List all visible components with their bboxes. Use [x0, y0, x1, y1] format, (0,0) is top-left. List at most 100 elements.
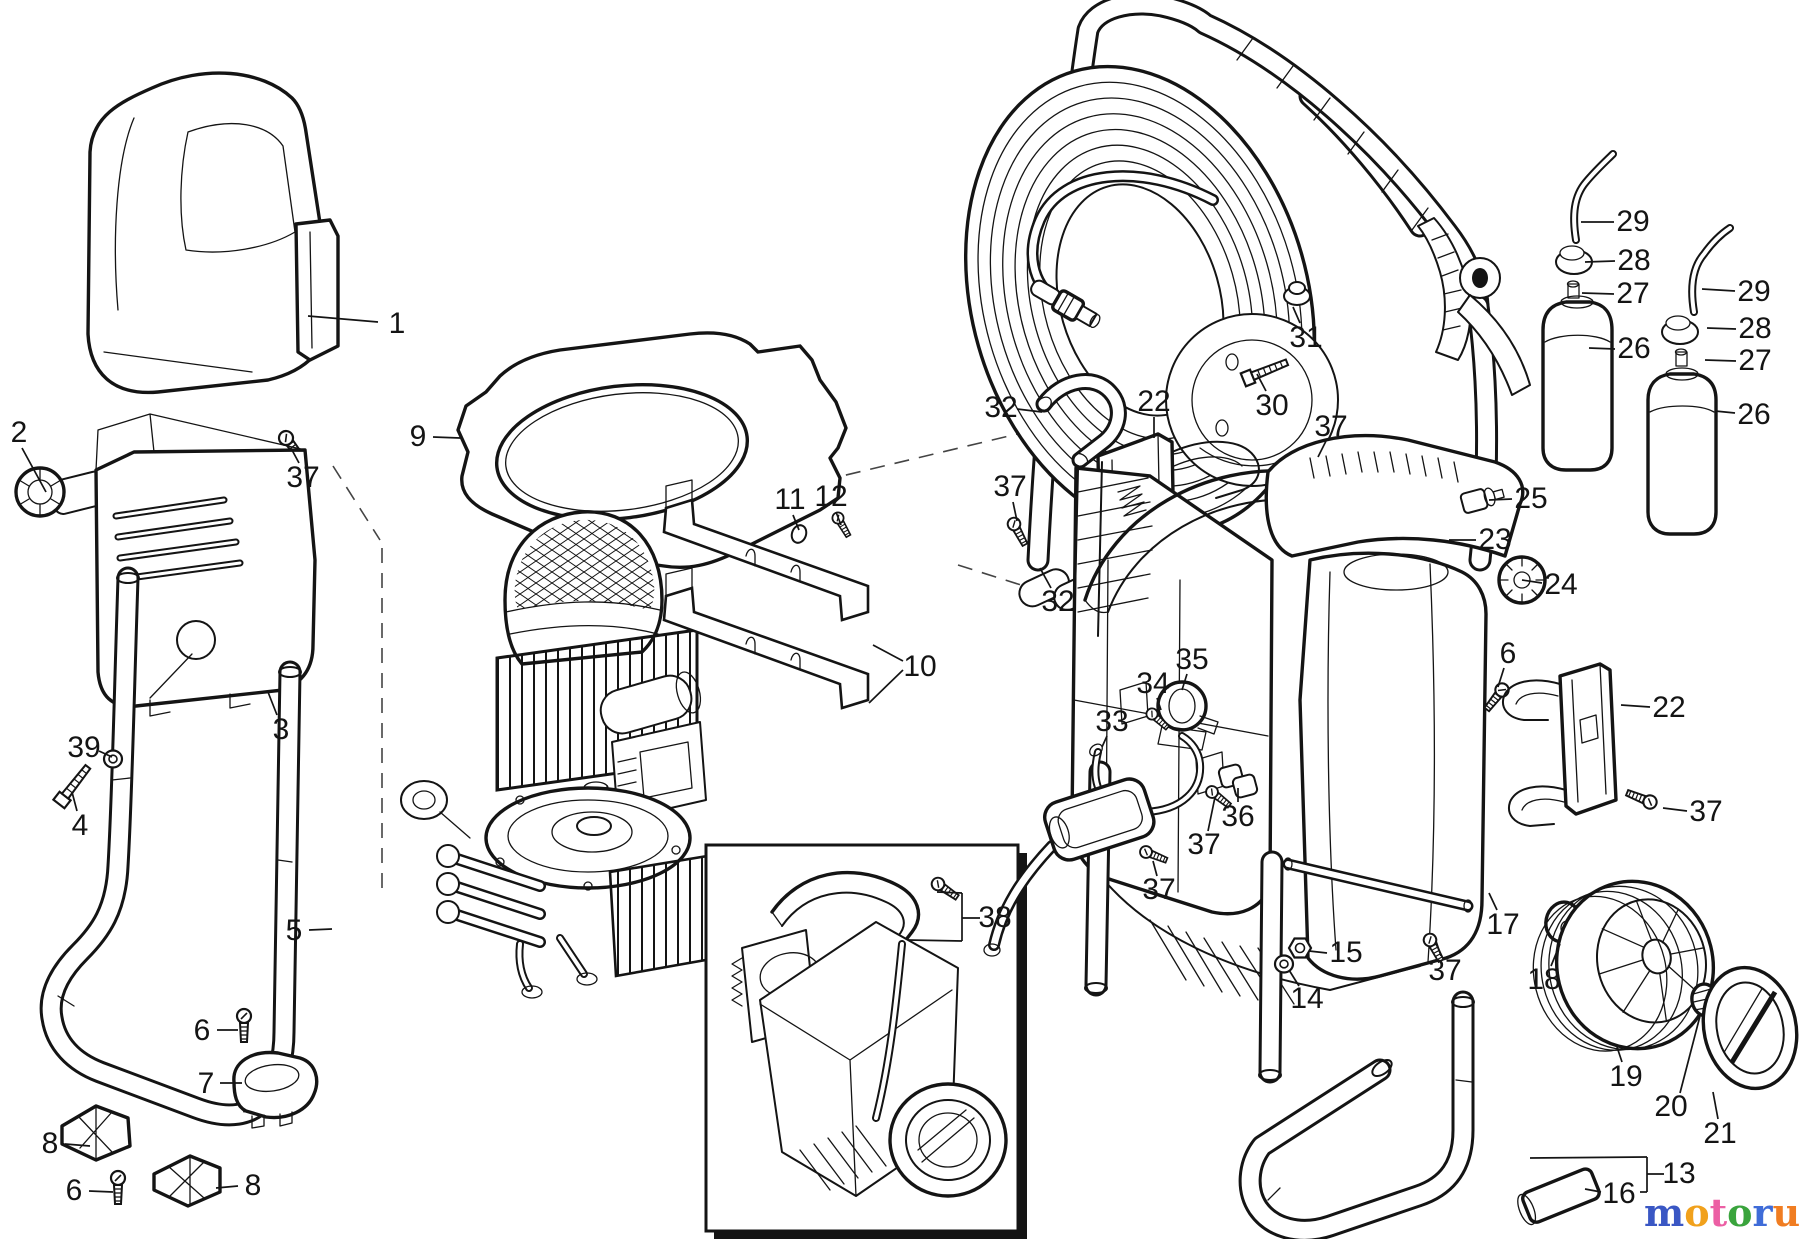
hose-guide-part32-top	[1035, 373, 1127, 469]
capacitor	[599, 671, 702, 735]
part-callout-7: 7	[197, 1067, 215, 1100]
part-callout-23: 23	[1478, 523, 1512, 556]
part-callout-37: 37	[1428, 954, 1462, 987]
inset-detail-box	[704, 843, 1027, 1239]
part-callout-29: 29	[1616, 205, 1650, 238]
part-callout-8: 8	[41, 1127, 59, 1160]
cap-28	[1555, 245, 1593, 275]
leader-line-part-37	[1662, 807, 1688, 812]
part-callout-2: 2	[10, 416, 28, 449]
part-callout-22: 22	[1652, 691, 1686, 724]
part-callout-18: 18	[1527, 963, 1561, 996]
leader-line-part-8	[215, 1185, 239, 1189]
part-callout-1: 1	[388, 307, 406, 340]
part-callout-27: 27	[1616, 277, 1650, 310]
inset-wheel	[888, 1082, 1008, 1198]
leader-line-part-30	[1256, 373, 1267, 392]
leader-line-part-15	[1308, 950, 1328, 954]
leader-line-part-37	[1435, 940, 1442, 957]
screw-4-icon	[52, 761, 95, 810]
foot-clips-part8	[60, 1104, 222, 1208]
valve-manifold	[400, 780, 598, 999]
nozzle-27	[1674, 348, 1688, 367]
part-callout-9: 9	[409, 420, 427, 453]
part-callout-12: 12	[814, 480, 848, 513]
detergent-knob-part2	[14, 466, 115, 518]
part-callout-19: 19	[1609, 1060, 1643, 1093]
part-callout-30: 30	[1255, 389, 1289, 422]
part-callout-20: 20	[1654, 1090, 1688, 1123]
part-callout-15: 15	[1329, 936, 1363, 969]
part-callout-26: 26	[1617, 332, 1651, 365]
leader-line-part-19	[1616, 1046, 1623, 1063]
nut-31-icon	[1283, 281, 1311, 306]
part-callout-33: 33	[1095, 705, 1129, 738]
hood-cover-part1	[86, 71, 340, 464]
leader-line-part-5	[308, 928, 333, 931]
part-callout-37: 37	[993, 470, 1027, 503]
leader-line-part-16	[1584, 1188, 1602, 1193]
brand-logo-letter: t	[1709, 1190, 1728, 1235]
bottle-26	[1541, 295, 1614, 472]
reel-latch-lever	[1417, 217, 1531, 396]
switch-part35	[1156, 680, 1219, 751]
part-callout-26: 26	[1737, 398, 1771, 431]
part-callout-21: 21	[1703, 1117, 1737, 1150]
part-callout-3: 3	[272, 713, 290, 746]
part-callout-37: 37	[286, 461, 320, 494]
part-callout-34: 34	[1136, 667, 1170, 700]
leader-line-part-34	[1156, 697, 1162, 711]
leader-line-part-21	[1712, 1091, 1719, 1120]
screw-37-icon	[1623, 785, 1660, 812]
part-callout-38: 38	[978, 901, 1012, 934]
brand-logo-letter: o	[1727, 1190, 1753, 1235]
part-callout-4: 4	[71, 809, 89, 842]
leader-line-part-35	[1181, 673, 1188, 691]
screw-6-icon	[235, 1007, 253, 1044]
leader-line-part-20	[1679, 1015, 1701, 1094]
vent-slots	[112, 496, 244, 583]
leader-line-part-10	[868, 669, 904, 704]
floor-frame-part13	[1238, 990, 1475, 1239]
leader-line-part-10	[872, 644, 904, 662]
bottle-26	[1646, 367, 1718, 536]
leader-line-part-3	[267, 691, 278, 716]
leader-line-part-18	[1550, 943, 1561, 967]
leader-line-part-26	[1588, 347, 1616, 350]
leader-line-part-6	[1497, 667, 1505, 688]
holder-bracket-part22-right	[1502, 662, 1660, 827]
cap-28	[1661, 315, 1699, 345]
mounting-brackets-part10	[662, 479, 870, 710]
part-callout-37: 37	[1142, 873, 1176, 906]
part-callout-16: 16	[1602, 1177, 1636, 1210]
part-callout-10: 10	[903, 650, 937, 683]
brand-logo-word: motoruf	[1644, 1194, 1800, 1232]
tube-29	[1688, 224, 1734, 316]
part-callout-32: 32	[1041, 585, 1075, 618]
part-callout-31: 31	[1289, 321, 1323, 354]
leader-line-part-12	[835, 511, 842, 526]
leader-line-part-9	[432, 436, 461, 439]
sleeve-part16	[1517, 1167, 1601, 1226]
soap-tray-part7	[232, 1050, 319, 1129]
part-callout-11: 11	[774, 483, 806, 516]
trim-ring-part21	[1701, 965, 1799, 1091]
leader-line-part-33	[1101, 735, 1108, 748]
part-callout-32: 32	[984, 391, 1018, 424]
front-housing-part3	[94, 413, 317, 717]
gasket-plate-part9	[456, 331, 848, 570]
leader-line-part-8	[64, 1143, 91, 1147]
brand-logo-letter: m	[1644, 1190, 1685, 1235]
leader-line-part-28	[1706, 327, 1737, 330]
leader-line-part-27	[1581, 292, 1615, 295]
tube-29	[1570, 150, 1617, 244]
brand-logo-letter: o	[1684, 1190, 1710, 1235]
screw-37-icon	[1004, 514, 1032, 549]
leader-line-part-37	[1152, 860, 1158, 877]
leader-line-part-29	[1701, 288, 1736, 292]
part-callout-13: 13	[1662, 1157, 1696, 1190]
leader-line-part-37	[291, 449, 300, 464]
leader-line-part-4	[71, 791, 78, 812]
